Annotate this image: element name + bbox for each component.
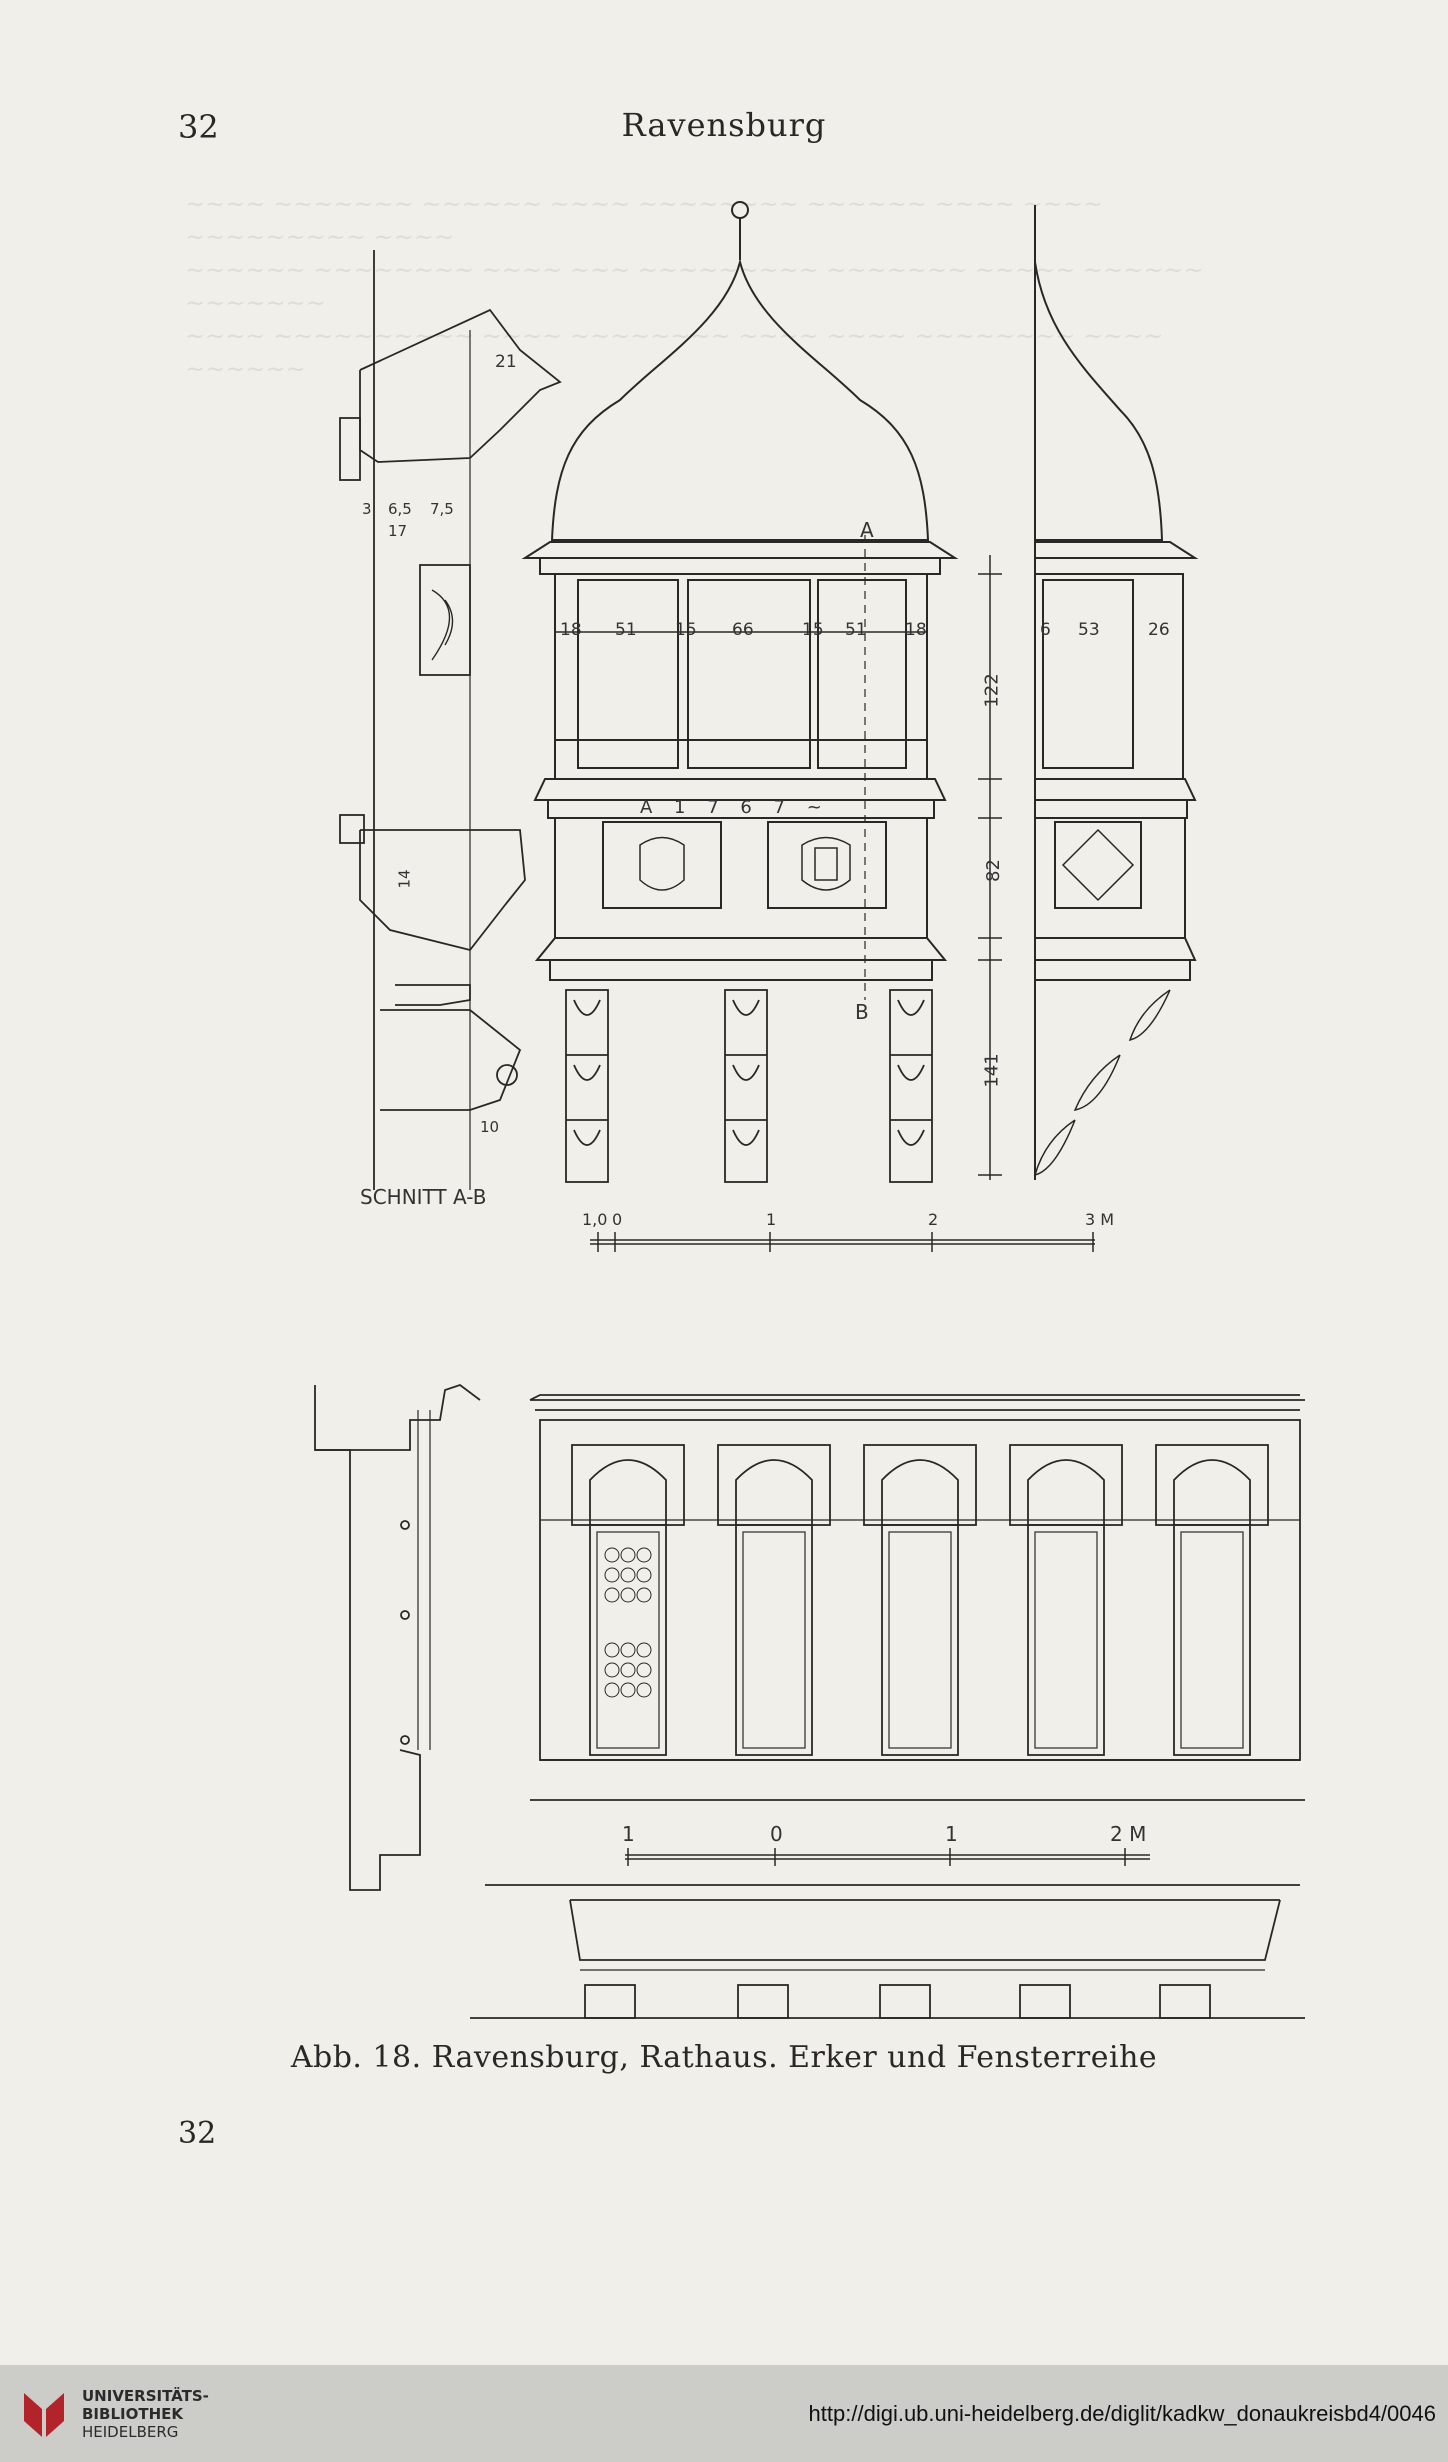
window-row-section [314,1383,481,1891]
scale-label-bottom: 2 M [1110,1822,1147,1846]
coat-of-arms-panel-left [602,821,722,909]
width-dim: 51 [845,620,867,640]
window-4 [1009,1444,1123,1756]
window-3 [863,1444,977,1756]
profile-dim: 21 [495,352,517,372]
date-inscription: A 1 7 6 7 ~ [640,797,830,818]
width-dim: 15 [802,620,824,640]
library-logo-icon [24,2393,64,2437]
profile-dim: 10 [480,1118,500,1136]
window-2 [717,1444,831,1756]
window-5 [1155,1444,1269,1756]
window-1 [571,1444,685,1756]
page-number-bottom: 32 [178,2116,217,2151]
profile-dim: 7,5 [430,500,454,518]
scale-label-bottom: 1 [945,1822,958,1846]
profile-dim: 17 [388,522,408,540]
height-dim: 141 [981,1053,1003,1088]
scale-label-top: 1,0 [582,1210,608,1229]
marker-b: B [855,1000,869,1024]
marker-a: A [860,518,874,542]
oriel-side-elevation [1033,205,1199,1180]
section-label: SCHNITT A-B [360,1185,487,1209]
permalink[interactable]: http://digi.ub.uni-heidelberg.de/diglit/… [808,2401,1436,2426]
height-dim: 122 [981,673,1003,708]
scale-label-bottom: 1 [622,1822,635,1846]
onion-dome [550,258,930,541]
width-dim: 18 [905,620,927,640]
side-dim: 26 [1148,620,1170,640]
library-name: UNIVERSITÄTS- BIBLIOTHEK HEIDELBERG [82,2387,209,2441]
height-dim: 82 [982,859,1004,882]
scale-label-top: 1 [766,1210,777,1229]
scale-bar-bottom [625,1848,1150,1866]
finial [731,201,749,219]
width-dim: 66 [732,620,754,640]
window-row-elevation [529,1394,1305,1801]
bracket-detail [419,564,471,676]
page-number-top: 32 [178,108,219,146]
profile-dim: 3 [362,500,372,518]
width-dim: 18 [560,620,582,640]
scale-label-top: 2 [928,1210,939,1229]
show-through-text: ~~~~ ~~~~~~~ ~~~~~~ ~~~~ ~~~~~~~~ ~~~~~~… [185,190,1204,383]
width-dim: 51 [615,620,637,640]
scanned-page: 32 Ravensburg ~~~~ ~~~~~~~ ~~~~~~ ~~~~ ~… [178,106,1305,2151]
columns [565,989,933,1183]
running-title: Ravensburg [621,106,827,144]
section-profile [339,250,562,1190]
window-sill-plan [470,1884,1305,2019]
scale-bar-top [590,1232,1095,1252]
side-dim: 6 [1040,620,1051,640]
oriel-front-elevation [521,201,959,1183]
viewer-footer-bar: UNIVERSITÄTS- BIBLIOTHEK HEIDELBERG http… [0,2365,1448,2462]
scale-label-top: 0 [612,1210,623,1229]
coat-of-arms-panel-right [767,821,887,909]
architectural-drawing [314,201,1305,2019]
figure-caption: Abb. 18. Ravensburg, Rathaus. Erker und … [290,2040,1158,2075]
height-dimension-line [978,555,1002,1180]
profile-dim: 14 [395,869,414,889]
scale-label-bottom: 0 [770,1822,783,1846]
width-dim: 15 [675,620,697,640]
side-dim: 53 [1078,620,1100,640]
profile-dim: 6,5 [388,500,412,518]
scale-label-top: 3 M [1085,1210,1115,1229]
